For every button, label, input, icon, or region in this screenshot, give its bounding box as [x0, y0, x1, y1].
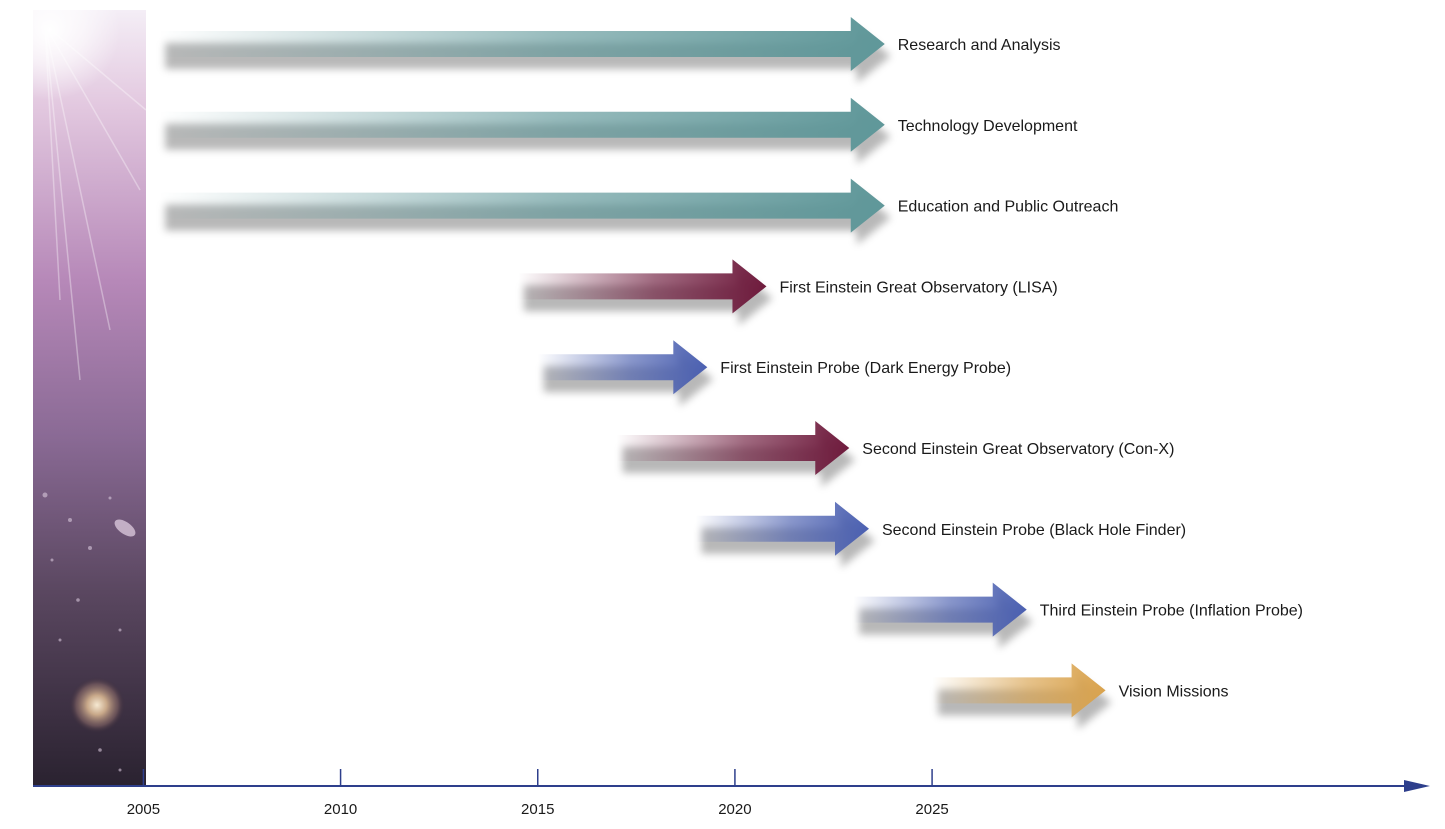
x-tick-label: 2015	[521, 801, 554, 818]
task-label: Research and Analysis	[898, 37, 1061, 54]
galaxy-image	[69, 677, 125, 733]
task-label: Second Einstein Probe (Black Hole Finder…	[882, 522, 1186, 539]
task-bar	[159, 178, 885, 233]
x-tick-label: 2020	[718, 801, 751, 818]
task-label: Education and Public Outreach	[898, 199, 1119, 216]
task-label: Second Einstein Great Observatory (Con-X…	[862, 441, 1174, 458]
task-bar	[518, 259, 767, 314]
task-label: Third Einstein Probe (Inflation Probe)	[1040, 603, 1303, 620]
task-bar	[932, 663, 1106, 718]
x-tick-label: 2010	[324, 801, 357, 818]
task-bar	[695, 501, 869, 556]
task-label: First Einstein Probe (Dark Energy Probe)	[720, 360, 1011, 377]
decorative-strip	[0, 0, 147, 786]
x-axis-arrowhead	[1404, 780, 1430, 792]
task-bar	[159, 17, 885, 71]
x-axis: 2005 2010 2015 2020 2025	[33, 769, 1430, 818]
task-label: Technology Development	[898, 118, 1078, 135]
task-label: First Einstein Great Observatory (LISA)	[779, 279, 1057, 296]
x-tick-label: 2025	[915, 801, 948, 818]
task-bar	[159, 97, 885, 152]
task-bar	[616, 421, 850, 475]
task-label: Vision Missions	[1119, 683, 1229, 700]
x-tick-label: 2005	[127, 801, 160, 818]
task-bar	[853, 582, 1027, 637]
task-bar	[537, 340, 708, 395]
bars-layer	[159, 17, 1112, 730]
